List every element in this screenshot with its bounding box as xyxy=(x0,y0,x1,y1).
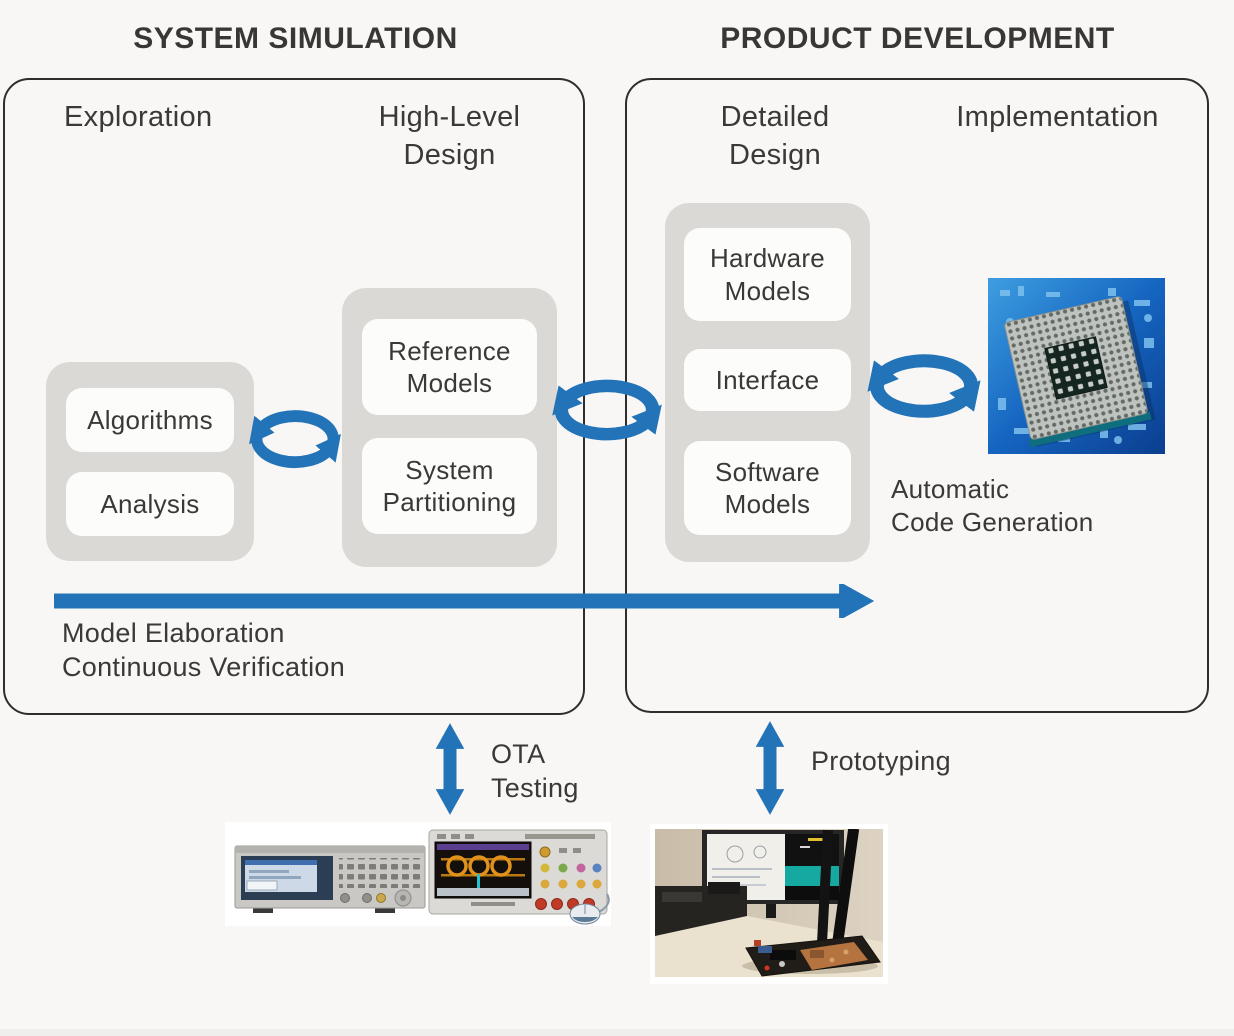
card-reference-models-label: Reference Models xyxy=(388,335,511,399)
card-analysis-label: Analysis xyxy=(100,488,200,519)
card-interface-label: Interface xyxy=(715,364,820,395)
cpu-chip xyxy=(1004,296,1156,448)
card-system-partitioning: System Partitioning xyxy=(362,438,537,534)
card-reference-models: Reference Models xyxy=(362,319,537,415)
test-instruments-photo xyxy=(225,822,611,926)
card-algorithms-label: Algorithms xyxy=(87,404,213,435)
card-software-models-label: Software Models xyxy=(714,456,820,520)
exploration-group: Algorithms Analysis xyxy=(46,362,254,561)
detailed-design-group: Hardware Models Interface Software Model… xyxy=(665,203,870,562)
timeline-caption: Model Elaboration Continuous Verificatio… xyxy=(62,618,346,683)
development-panel xyxy=(625,78,1209,713)
timeline-arrow-icon xyxy=(54,584,875,618)
card-interface: Interface xyxy=(684,349,851,411)
signal-generator xyxy=(234,845,426,913)
dev-board xyxy=(745,935,881,977)
phase-label-exploration: Exploration xyxy=(64,101,213,133)
ota-testing-label: OTA Testing xyxy=(491,739,579,804)
code-generation-label: Automatic Code Generation xyxy=(891,474,1094,538)
card-analysis: Analysis xyxy=(66,472,234,536)
prototyping-link-arrow-icon xyxy=(755,721,785,815)
phase-label-high-level-design: High-Level Design xyxy=(378,101,521,171)
card-algorithms: Algorithms xyxy=(66,388,234,452)
section-title-system-simulation: SYSTEM SIMULATION xyxy=(133,22,458,55)
prototyping-label: Prototyping xyxy=(811,746,951,776)
card-hardware-models-label: Hardware Models xyxy=(709,243,826,306)
computer-mouse xyxy=(569,893,610,925)
sync-arrows-icon xyxy=(867,354,981,418)
card-system-partitioning-label: System Partitioning xyxy=(382,454,517,518)
phase-label-detailed-design: Detailed Design xyxy=(720,101,830,171)
bottom-edge-strip xyxy=(0,1029,1234,1036)
ota-link-arrow-icon xyxy=(435,723,465,815)
chip-photo xyxy=(988,278,1165,454)
sync-arrows-icon xyxy=(552,379,662,441)
oscilloscope xyxy=(428,829,608,915)
phase-label-implementation: Implementation xyxy=(956,101,1159,133)
section-title-product-development: PRODUCT DEVELOPMENT xyxy=(720,22,1115,55)
card-software-models: Software Models xyxy=(684,441,851,535)
high-level-design-group: Reference Models System Partitioning xyxy=(342,288,557,567)
simulation-panel xyxy=(3,78,585,715)
antennas xyxy=(817,829,860,947)
sync-arrows-icon xyxy=(249,410,341,468)
prototype-bench-photo xyxy=(650,824,888,984)
card-hardware-models: Hardware Models xyxy=(684,228,851,321)
